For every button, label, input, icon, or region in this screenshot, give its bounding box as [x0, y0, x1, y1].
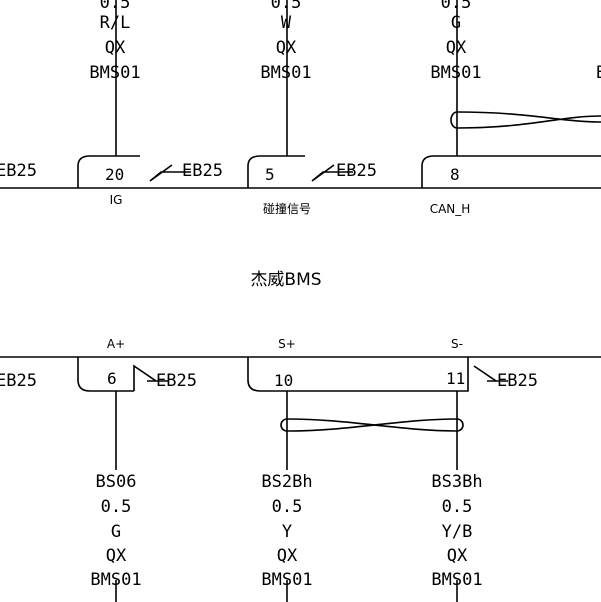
bottom-twisted-pair — [280, 418, 464, 432]
bottom-wire-harness-2: BMS01 — [261, 570, 312, 590]
bottom-wire-harness-3: BMS01 — [431, 570, 482, 590]
bottom-pin-number-3: 11 — [446, 369, 465, 388]
top-pin-arrow-2 — [311, 164, 353, 182]
top-wire-harness-1: BMS01 — [89, 63, 140, 83]
top-twisted-pair — [450, 111, 601, 129]
top-pin-number-3: 8 — [450, 165, 460, 184]
top-signal-2: 碰撞信号 — [263, 201, 311, 216]
bottom-pin-conn-3: EB25 — [497, 371, 538, 391]
top-edge-label: B — [596, 63, 601, 83]
bottom-wire-type-3: QX — [447, 546, 468, 566]
top-wire-harness-2: BMS01 — [260, 63, 311, 83]
bottom-pin-arrow-3 — [473, 365, 508, 382]
diagram-title: 杰威BMS — [250, 270, 321, 290]
bottom-wire-color-1: G — [111, 522, 121, 542]
top-pin-5-connector: 5 EB25 — [247, 155, 377, 188]
bottom-signal-3: S- — [451, 337, 463, 351]
top-pin-conn-2: EB25 — [336, 161, 377, 181]
top-wire-harness-3: BMS01 — [430, 63, 481, 83]
bottom-signal-1: A+ — [107, 337, 125, 351]
bottom-pin-number-2: 10 — [274, 371, 293, 390]
bottom-wire-type-2: QX — [277, 546, 298, 566]
top-wire-size-2: 0.5 — [271, 0, 302, 13]
bottom-wire-type-1: QX — [106, 546, 127, 566]
top-wire-color-1: R/L — [100, 13, 131, 33]
bottom-wire-color-3: Y/B — [442, 522, 473, 542]
bottom-wire-id-2: BS2Bh — [261, 472, 312, 492]
top-pin-20-connector: 20 EB25 — [77, 155, 223, 188]
bottom-wire-harness-1: BMS01 — [90, 570, 141, 590]
bottom-wire-size-2: 0.5 — [272, 497, 303, 517]
bottom-connector-left-label: EB25 — [0, 371, 37, 391]
bottom-wire-id-3: BS3Bh — [431, 472, 482, 492]
top-pin-8-connector: 8 — [421, 155, 601, 188]
bottom-wire-size-1: 0.5 — [101, 497, 132, 517]
bottom-wire-size-3: 0.5 — [442, 497, 473, 517]
top-pin-conn-1: EB25 — [182, 161, 223, 181]
bottom-pin-arrow-1 — [133, 364, 168, 391]
bottom-pin-10-11-connector: 10 11 EB25 — [247, 357, 538, 392]
top-connector-left-label: EB25 — [0, 161, 37, 181]
top-wire-size-1: 0.5 — [100, 0, 131, 13]
top-pin-number-2: 5 — [265, 165, 275, 184]
bottom-wire-id-1: BS06 — [96, 472, 137, 492]
top-wire-color-3: G — [451, 13, 461, 33]
bottom-wire-color-2: Y — [282, 522, 292, 542]
top-pin-number-1: 20 — [105, 165, 124, 184]
bottom-pin-conn-1: EB25 — [156, 371, 197, 391]
top-wire-size-3: 0.5 — [441, 0, 472, 13]
top-pin-arrow-1 — [149, 164, 191, 182]
bottom-signal-2: S+ — [278, 337, 296, 351]
top-signal-1: IG — [110, 193, 123, 207]
bottom-pin-number-1: 6 — [107, 369, 117, 388]
top-signal-3: CAN_H — [430, 202, 471, 216]
bottom-pin-6-connector: 6 EB25 — [77, 357, 197, 392]
